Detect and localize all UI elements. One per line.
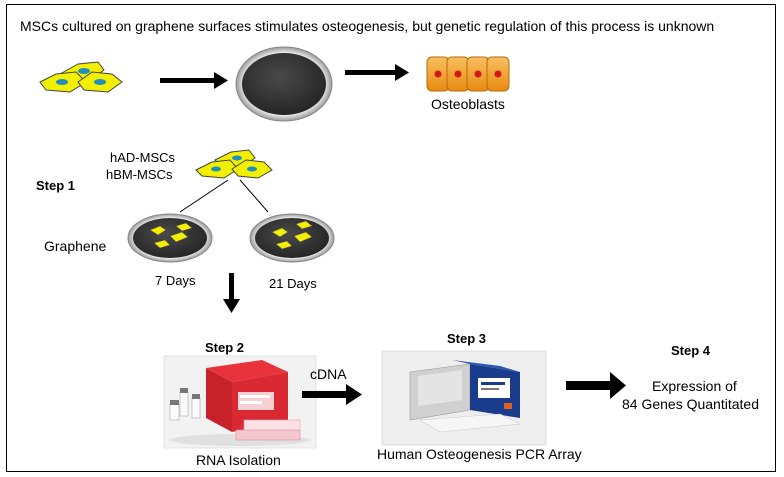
- diagram-frame: [6, 4, 776, 472]
- graphene-dish-7-days: [127, 213, 213, 263]
- step-1-label: Step 1: [36, 178, 76, 193]
- graphene-dish-21-days: [249, 213, 335, 263]
- label-osteoblasts: Osteoblasts: [431, 96, 505, 112]
- headline: MSCs cultured on graphene surfaces stimu…: [20, 18, 715, 34]
- step-2-label: Step 2: [205, 340, 245, 355]
- graphene-dish-top: [235, 46, 333, 122]
- arrow-down-to-step2: [223, 273, 240, 313]
- step-4-label: Step 4: [671, 343, 711, 358]
- arrow-pcr-to-expression: [566, 372, 626, 399]
- branch-lines: [179, 179, 269, 213]
- msc-cells-step1: [195, 149, 273, 179]
- arrow-dish-to-osteoblasts: [345, 64, 409, 81]
- label-pcr-array: Human Osteogenesis PCR Array: [377, 446, 582, 462]
- label-expression-line1: Expression of: [652, 378, 737, 394]
- label-21-days: 21 Days: [269, 276, 317, 291]
- label-7-days: 7 Days: [155, 273, 196, 288]
- msc-cells-top: [39, 61, 123, 93]
- label-hBM-MSCs: hBM-MSCs: [106, 167, 173, 182]
- arrow-rna-to-pcr: [302, 384, 362, 405]
- label-cdna: cDNA: [310, 366, 347, 382]
- arrow-cells-to-dish: [160, 72, 228, 89]
- label-rna-isolation: RNA Isolation: [196, 452, 281, 468]
- label-expression-line2: 84 Genes Quantitated: [622, 396, 759, 412]
- pcr-array-kit-image: [381, 350, 547, 446]
- label-hAD-MSCs: hAD-MSCs: [110, 150, 176, 165]
- label-graphene: Graphene: [44, 238, 107, 254]
- rna-isolation-kit-image: [163, 355, 317, 449]
- step-3-label: Step 3: [447, 331, 487, 346]
- osteoblast-cells: [426, 56, 510, 92]
